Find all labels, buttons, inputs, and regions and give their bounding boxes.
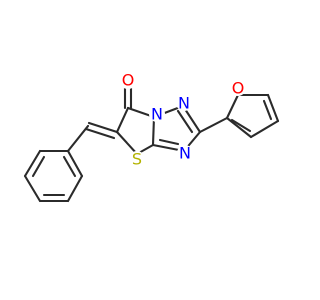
thiazolone-bond-fused-carbon-to-n	[151, 115, 156, 147]
sulfur-atom: S	[129, 150, 145, 169]
upper-triazole-nitrogen-atom: N	[176, 94, 192, 113]
lower-triazole-nitrogen-atom: N	[177, 144, 193, 163]
thiazolone-bond-carbonyl-to-exocyclic-carbon	[115, 106, 130, 134]
furan-oxygen-atom: O	[230, 79, 246, 98]
furan-bond-c3-to-c2	[225, 116, 253, 139]
furan-bond-c2-to-o	[225, 93, 240, 120]
phenyl-bond-5	[66, 174, 84, 203]
bond-layer	[23, 84, 280, 203]
phenyl-inner-bond-3	[62, 155, 77, 178]
triazole-to-furan-bond	[198, 116, 229, 134]
carbonyl-oxygen-label: O	[122, 71, 135, 90]
benzylidene-carbon-to-phenyl	[66, 124, 90, 153]
exocyclic-double-bond-b	[84, 127, 116, 140]
phenyl-bond-6	[66, 149, 84, 178]
phenyl-bond-3	[23, 174, 42, 203]
furan-oxygen-label: O	[232, 79, 245, 98]
thiazolone-bond-exocyclic-carbon-to-s	[115, 130, 139, 156]
bridge-nitrogen-label: N	[151, 105, 163, 124]
phenyl-bond-2	[23, 149, 42, 178]
atom-label-layer: O N N N S O	[119, 71, 246, 169]
exocyclic-double-bond-a	[87, 121, 119, 134]
furan-bond-c4-to-c3	[249, 119, 280, 139]
chemical-structure-diagram: O N N N S O	[23, 70, 280, 203]
furan-inner-double-bond-c2-c3	[230, 118, 252, 133]
furan-bond-c5-to-c4	[266, 93, 280, 123]
furan-inner-double-bond-c4-c5	[262, 99, 273, 121]
triazole-double-bond-upper-n-to-carbon-b	[176, 109, 194, 134]
phenyl-inner-bond-1	[31, 155, 46, 178]
carbonyl-oxygen-atom: O	[119, 71, 137, 90]
sulfur-label: S	[132, 150, 142, 169]
bridge-nitrogen-atom: N	[149, 105, 165, 124]
triazole-double-bond-fused-carbon-inner	[158, 138, 180, 146]
upper-triazole-nitrogen-label: N	[178, 94, 190, 113]
lower-triazole-nitrogen-label: N	[179, 144, 191, 163]
